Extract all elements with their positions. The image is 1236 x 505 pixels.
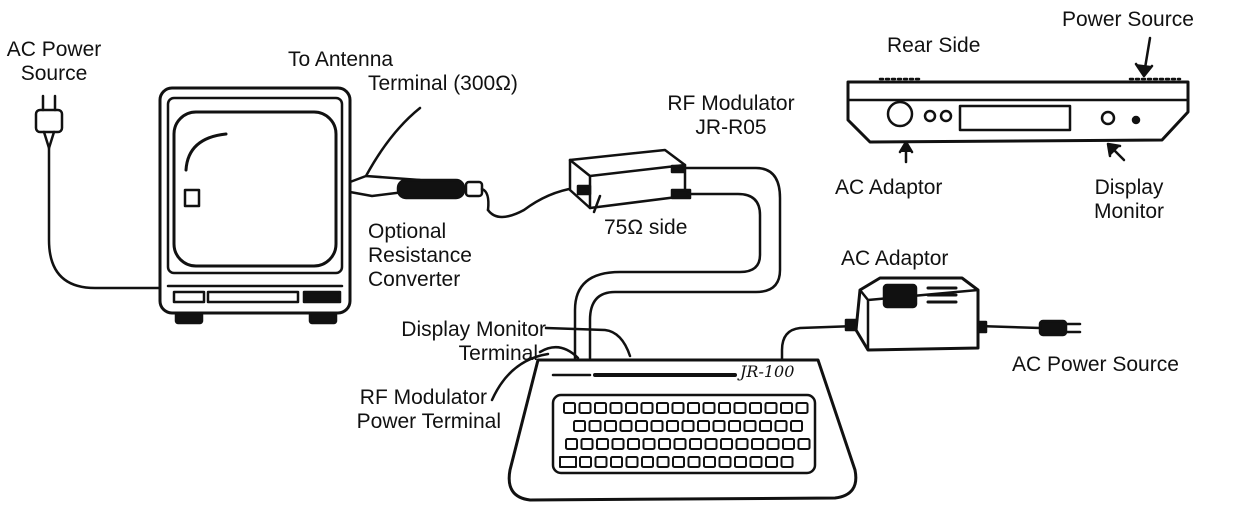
- keyboard-key: [578, 402, 592, 414]
- arrow-ac-adaptor-rear: [898, 140, 914, 164]
- keyboard-key: [609, 402, 623, 414]
- label-optional-converter: Optional Resistance Converter: [368, 220, 472, 291]
- keyboard-key: [656, 456, 670, 468]
- keyboard-key: [671, 402, 685, 414]
- keyboard-key: [790, 420, 803, 432]
- keyboard-key: [759, 420, 772, 432]
- ac-adaptor: [854, 276, 980, 352]
- keyboard-key: [672, 456, 685, 468]
- label-ac-adaptor-rear: AC Adaptor: [835, 176, 943, 199]
- keyboard-key: [749, 456, 763, 468]
- keyboard-key: [666, 420, 679, 432]
- rf-modulator: [568, 148, 692, 210]
- label-rf-modulator: RF Modulator JR-R05: [667, 92, 795, 139]
- keyboard-key: [780, 402, 793, 414]
- keyboard-key: [611, 438, 625, 450]
- keyboard-key: [749, 402, 762, 414]
- keyboard-key: [627, 438, 640, 450]
- keyboard-key: [656, 402, 669, 414]
- adaptor-cable-to-outlet: [976, 324, 1042, 330]
- ac-plug-right: [1038, 319, 1082, 337]
- keyboard-key: [687, 402, 700, 414]
- arrow-display-monitor-rear: [1106, 142, 1126, 162]
- keyboard-key: [588, 420, 602, 432]
- adaptor-cable-to-keyboard: [780, 324, 858, 362]
- keyboard-key: [734, 456, 747, 468]
- label-ac-power-source-right: AC Power Source: [1012, 353, 1179, 376]
- keyboard-key: [766, 438, 780, 450]
- label-rf-power-terminal: RF Modulator Power Terminal: [356, 386, 501, 433]
- keyboard-key: [625, 402, 638, 414]
- keyboard-key: [712, 420, 726, 432]
- leader-75-side: [592, 194, 602, 214]
- label-ac-power-source-left: AC Power Source: [6, 38, 102, 85]
- modulator-cable-inner: [573, 192, 762, 360]
- resistance-converter: [396, 178, 490, 212]
- power-cord-left: [47, 146, 170, 290]
- keyboard-key: [704, 438, 718, 450]
- keyboard-key: [681, 420, 695, 432]
- keyboard-keys: [559, 402, 811, 468]
- keyboard-key: [610, 456, 623, 468]
- label-power-source: Power Source: [1062, 8, 1194, 31]
- label-display-monitor-rear: Display Monitor: [1093, 176, 1165, 223]
- leader-display-monitor: [544, 326, 632, 358]
- keyboard-key: [579, 456, 592, 468]
- keyboard-key: [594, 456, 608, 468]
- keyboard-key: [604, 420, 617, 432]
- keyboard-key: [687, 456, 701, 468]
- keyboard-key: [702, 402, 716, 414]
- keyboard-key: [596, 438, 609, 450]
- keyboard-key: [751, 438, 764, 450]
- keyboard-key: [625, 456, 639, 468]
- label-ac-adaptor: AC Adaptor: [841, 247, 949, 270]
- keyboard-key: [573, 420, 586, 432]
- keyboard-key: [640, 402, 654, 414]
- keyboard-key: [765, 456, 778, 468]
- keyboard-key: [559, 456, 577, 468]
- keyboard-key: [642, 438, 656, 450]
- keyboard-key: [733, 402, 747, 414]
- keyboard-key: [565, 438, 578, 450]
- keyboard-key: [797, 438, 811, 450]
- keyboard-key: [673, 438, 687, 450]
- television: [158, 86, 352, 325]
- keyboard-key: [782, 438, 795, 450]
- rear-side-panel: [846, 77, 1190, 144]
- keyboard-key: [774, 420, 788, 432]
- keyboard-key: [563, 402, 576, 414]
- ac-plug-left: [34, 94, 64, 150]
- label-to-antenna-terminal: To Antenna Terminal (300Ω): [288, 48, 518, 95]
- keyboard-key: [718, 456, 732, 468]
- keyboard-key: [735, 438, 749, 450]
- keyboard-key: [697, 420, 710, 432]
- keyboard-key: [720, 438, 733, 450]
- keyboard-key: [764, 402, 778, 414]
- monitor-terminal-cable: [538, 345, 580, 360]
- keyboard-key: [728, 420, 741, 432]
- label-display-monitor-terminal: Display Monitor Terminal: [401, 318, 546, 365]
- leader-rf-power: [490, 352, 550, 402]
- keyboard-key: [743, 420, 757, 432]
- keyboard-key: [635, 420, 648, 432]
- keyboard-key: [703, 456, 716, 468]
- keyboard-key: [718, 402, 731, 414]
- keyboard-key: [641, 456, 654, 468]
- arrow-power-source: [1134, 36, 1154, 78]
- keyboard-key: [689, 438, 702, 450]
- label-rear-side: Rear Side: [887, 34, 981, 57]
- label-75-side: 75Ω side: [604, 216, 688, 239]
- keyboard-key: [619, 420, 633, 432]
- keyboard-key: [780, 456, 794, 468]
- keyboard-key: [658, 438, 671, 450]
- rf-cable: [486, 186, 577, 219]
- keyboard-key: [580, 438, 594, 450]
- keyboard-key: [594, 402, 607, 414]
- keyboard-logo: JR-100: [740, 362, 795, 381]
- keyboard-key: [650, 420, 664, 432]
- modulator-cable-outer: [588, 166, 782, 360]
- keyboard-key: [795, 402, 809, 414]
